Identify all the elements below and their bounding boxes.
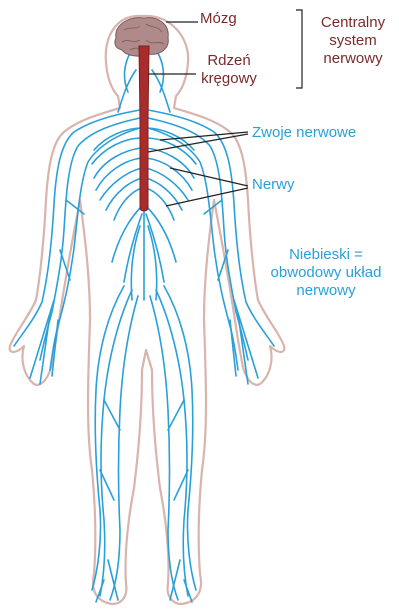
spinal-cord <box>139 46 149 211</box>
nerves-label: Nerwy <box>252 176 295 194</box>
cns-label-line-2: system <box>312 32 394 50</box>
ganglia-label: Zwoje nerwowe <box>252 124 356 142</box>
legend-line-1: Niebieski = <box>262 246 390 264</box>
legend-line-2: obwodowy układ <box>262 264 390 282</box>
cns-bracket <box>296 10 302 88</box>
cns-label-line-1: Centralny <box>312 14 394 32</box>
spinal-cord-label-line-1: Rdzeń <box>194 52 264 70</box>
legend-label: Niebieski = obwodowy układ nerwowy <box>262 246 390 300</box>
brain-label: Mózg <box>200 10 237 28</box>
spinal-cord-label: Rdzeń kręgowy <box>194 52 264 88</box>
legend-line-3: nerwowy <box>262 282 390 300</box>
cns-label-line-3: nerwowy <box>312 50 394 68</box>
cns-label: Centralny system nerwowy <box>312 14 394 68</box>
spinal-cord-label-line-2: kręgowy <box>194 70 264 88</box>
